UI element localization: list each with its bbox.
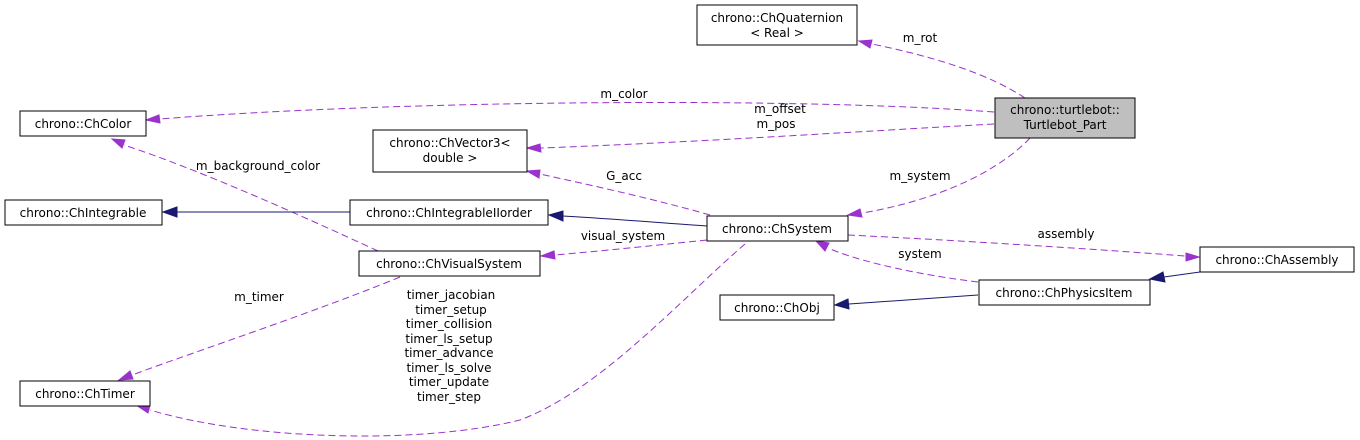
arrowhead-g-acc — [525, 169, 541, 179]
edge-visual-system — [554, 239, 708, 256]
label-timer-collision: timer_collision — [406, 317, 493, 331]
node-chsystem-label: chrono::ChSystem — [722, 222, 832, 236]
node-chphysicsitem[interactable]: chrono::ChPhysicsItem — [978, 279, 1151, 306]
arrowhead-inherit-physics-item — [1148, 271, 1166, 283]
edge-g-acc — [539, 173, 711, 216]
node-chphysicsitem-label: chrono::ChPhysicsItem — [996, 286, 1133, 300]
node-chvector3[interactable]: chrono::ChVector3< double > — [372, 129, 528, 173]
label-m-rot: m_rot — [903, 31, 938, 45]
label-timer-update: timer_update — [409, 375, 489, 389]
label-timer-step: timer_step — [417, 390, 481, 404]
node-turtlebot-part-line1: chrono::turtlebot:: — [1010, 103, 1120, 117]
arrowhead-inherit-iiorder — [547, 210, 564, 222]
node-chvector3-line2: double > — [423, 151, 478, 165]
arrowhead-m-timer — [117, 370, 134, 381]
node-chintegrableiiorder-label: chrono::ChIntegrableIIorder — [366, 206, 532, 220]
node-chassembly[interactable]: chrono::ChAssembly — [1199, 246, 1355, 273]
arrowhead-m-offset-pos — [525, 143, 542, 153]
label-system: system — [898, 247, 941, 261]
node-chintegrable[interactable]: chrono::ChIntegrable — [4, 199, 163, 226]
node-chtimer-label: chrono::ChTimer — [35, 387, 135, 401]
edge-m-offset-pos — [540, 123, 995, 149]
node-turtlebot-part-line2: Turtlebot_Part — [1023, 118, 1107, 132]
edge-inherit-physics-item — [1163, 271, 1201, 278]
label-timer-jacobian: timer_jacobian — [407, 288, 496, 302]
node-chintegrableiiorder[interactable]: chrono::ChIntegrableIIorder — [349, 199, 549, 226]
arrowhead-inherit-obj — [833, 298, 850, 310]
node-chvisualsystem-label: chrono::ChVisualSystem — [376, 257, 522, 271]
label-timer-ls-setup: timer_ls_setup — [405, 332, 492, 346]
arrowhead-m-background-color — [110, 138, 126, 149]
label-m-pos: m_pos — [757, 117, 796, 131]
label-timer-setup: timer_setup — [415, 303, 487, 317]
node-chobj[interactable]: chrono::ChObj — [719, 294, 835, 321]
arrowhead-m-color — [144, 114, 161, 124]
node-chvector3-line1: chrono::ChVector3< — [389, 136, 510, 150]
node-chcolor-label: chrono::ChColor — [35, 117, 132, 131]
label-m-color: m_color — [600, 87, 647, 101]
node-chtimer[interactable]: chrono::ChTimer — [19, 380, 151, 407]
node-chquaternion[interactable]: chrono::ChQuaternion < Real > — [696, 4, 858, 46]
label-m-timer: m_timer — [234, 290, 284, 304]
arrowhead-m-system — [846, 208, 863, 218]
label-g-acc: G_acc — [606, 169, 642, 183]
label-timer-ls-solve: timer_ls_solve — [406, 361, 491, 375]
edge-m-background-color — [123, 144, 379, 252]
label-m-system: m_system — [889, 169, 950, 183]
node-chintegrable-label: chrono::ChIntegrable — [20, 206, 147, 220]
edge-m-rot — [871, 43, 1026, 99]
arrowhead-system — [814, 240, 830, 252]
edge-inherit-obj — [848, 294, 979, 305]
label-m-background-color: m_background_color — [196, 159, 320, 173]
node-chsystem[interactable]: chrono::ChSystem — [706, 215, 849, 242]
edge-m-color — [159, 101, 995, 120]
label-timer-advance: timer_advance — [404, 346, 493, 360]
arrowhead-m-rot — [857, 39, 873, 49]
node-chvisualsystem[interactable]: chrono::ChVisualSystem — [358, 250, 541, 277]
label-assembly: assembly — [1038, 227, 1095, 241]
node-chcolor[interactable]: chrono::ChColor — [19, 110, 147, 137]
edge-inherit-iiorder — [562, 215, 708, 227]
node-chquaternion-line1: chrono::ChQuaternion — [711, 11, 843, 25]
arrowhead-visual-system — [539, 250, 556, 260]
edge-m-timer — [131, 276, 401, 376]
label-m-offset: m_offset — [754, 102, 806, 116]
node-chquaternion-line2: < Real > — [750, 26, 804, 40]
node-chassembly-label: chrono::ChAssembly — [1215, 253, 1338, 267]
edge-m-system — [861, 137, 1031, 214]
arrowhead-assembly — [1185, 252, 1201, 262]
edge-assembly — [847, 234, 1186, 257]
node-turtlebot-part[interactable]: chrono::turtlebot:: Turtlebot_Part — [994, 97, 1136, 139]
edge-timers — [149, 243, 746, 437]
label-visual-system: visual_system — [581, 229, 665, 243]
arrowhead-inherit-integrable — [161, 206, 178, 218]
node-chobj-label: chrono::ChObj — [734, 301, 820, 315]
